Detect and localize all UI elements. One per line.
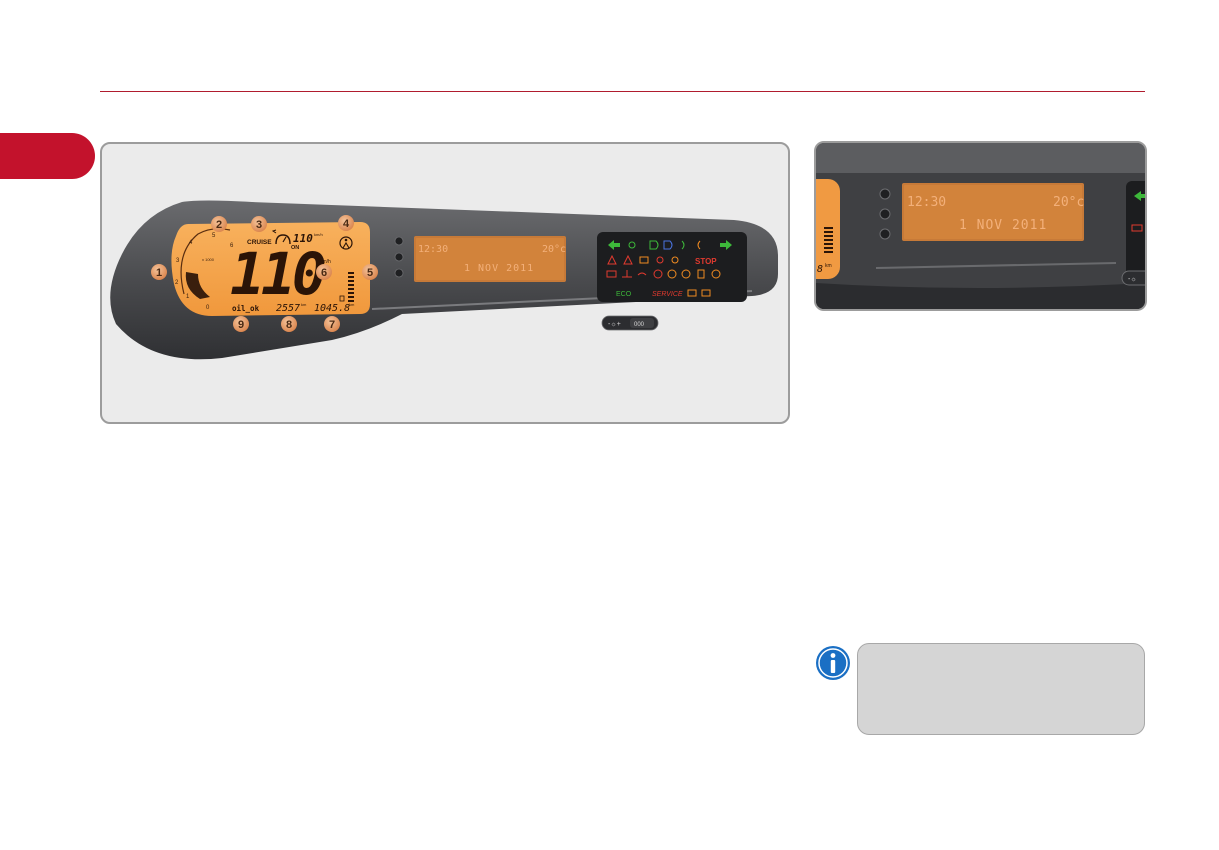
center-time: 12:30	[418, 244, 448, 255]
svg-text:3: 3	[256, 219, 262, 231]
low-fuel-icon	[697, 269, 705, 279]
callout-9: 9	[233, 316, 249, 332]
esp-icon	[639, 256, 649, 264]
rev-tick-4: 4	[189, 240, 193, 246]
instrument-panel-illustration: 0 1 2 3 4 5 6 x 1000 110 km/h CRUISE 110…	[110, 200, 778, 360]
zoom-temperature: 20°c	[1053, 195, 1084, 210]
airbag-icon	[656, 256, 664, 264]
service-label: SERVICE	[652, 291, 683, 298]
rev-scale: 0 1 2 3 4 5 6 x 1000	[175, 233, 234, 311]
cruise-label: CRUISE	[247, 239, 272, 246]
zoom-date: 1 NOV 2011	[959, 218, 1047, 233]
zoom-distance-fragment: 8	[817, 264, 823, 275]
passenger-airbag-off-icon	[671, 256, 679, 264]
oil-pressure-icon	[637, 272, 647, 276]
callout-2: 2	[211, 216, 227, 232]
brake-icon	[653, 269, 663, 279]
callout-8: 8	[281, 316, 297, 332]
center-temperature: 20°c	[542, 244, 566, 255]
rev-bargraph	[185, 272, 210, 299]
display-zoom-illustration: 8 km 12:30 20°c 1 NOV 2011 -☼	[816, 143, 1145, 309]
engine-fault-icon	[701, 289, 711, 297]
rev-tick-0: 0	[206, 305, 210, 311]
info-icon	[816, 646, 850, 680]
callout-4: 4	[338, 215, 354, 231]
eco-label: ECO	[616, 291, 632, 298]
cruise-set-speed: 110	[293, 232, 313, 245]
abs-icon	[667, 269, 677, 279]
instrument-panel-figure: 0 1 2 3 4 5 6 x 1000 110 km/h CRUISE 110…	[100, 142, 790, 424]
diesel-preheat-icon	[687, 289, 697, 297]
stop-label: STOP	[695, 257, 717, 266]
svg-text:2: 2	[216, 219, 222, 231]
rev-tick-3: 3	[176, 258, 180, 264]
svg-text:6: 6	[321, 267, 327, 279]
rev-tick-6: 6	[230, 243, 234, 249]
callout-7: 7	[324, 316, 340, 332]
service-warning-icon	[711, 269, 721, 279]
display-zoom-figure: 8 km 12:30 20°c 1 NOV 2011 -☼	[814, 141, 1147, 311]
zoom-battery-icon	[1131, 224, 1143, 232]
rev-scale-label: x 1000	[202, 257, 215, 262]
reset-symbol: 000	[634, 322, 645, 328]
svg-text:4: 4	[343, 218, 350, 230]
warning-row-3	[606, 269, 721, 279]
warning-row-2: STOP	[607, 254, 717, 266]
callout-markers: 1 2 3 4 5 6 7 8 9	[151, 215, 378, 332]
passenger-airbag-icon	[339, 236, 353, 250]
total-distance: 2557	[276, 303, 300, 314]
callout-5: 5	[362, 264, 378, 280]
tyre-pressure-icon	[681, 269, 691, 279]
callout-6: 6	[316, 264, 332, 280]
zoom-dimmer-control	[1121, 270, 1145, 286]
speed-unit: km/h	[320, 259, 331, 265]
trip-distance-unit: km	[349, 302, 355, 307]
fuel-pump-icon	[339, 295, 345, 302]
door-open-icon	[623, 254, 633, 265]
sidelight-icon	[628, 241, 636, 249]
zoom-dimmer-symbol: -☼	[1128, 276, 1137, 283]
rear-fog-icon	[697, 240, 701, 250]
zoom-distance-unit: km	[825, 263, 832, 269]
section-tab	[0, 133, 95, 179]
svg-text:1: 1	[156, 267, 162, 279]
warning-row-1	[608, 240, 732, 250]
rev-tick-2: 2	[175, 280, 179, 286]
svg-text:5: 5	[367, 267, 373, 279]
cruise-status: ON	[291, 245, 299, 251]
trip-distance: 1045.8	[314, 303, 350, 314]
left-indicator-icon	[608, 240, 620, 250]
dipped-beam-icon	[649, 240, 659, 250]
main-lcd	[171, 222, 370, 316]
zoom-fuel-bars	[824, 227, 833, 253]
front-fog-icon	[681, 240, 685, 250]
coolant-icon	[622, 270, 632, 278]
svg-text:9: 9	[238, 319, 244, 331]
svg-text:8: 8	[286, 319, 292, 331]
rev-tick-5: 5	[212, 233, 216, 239]
dimmer-symbol: -☼+	[608, 321, 621, 328]
zoom-left-indicator-icon	[1134, 191, 1145, 201]
callout-3: 3	[251, 216, 267, 232]
zoom-time: 12:30	[907, 195, 946, 210]
cruise-set-unit: km/h	[314, 232, 323, 237]
cruise-icon	[271, 229, 291, 245]
callout-1: 1	[151, 264, 167, 280]
svg-text:7: 7	[329, 319, 335, 331]
rev-tick-1: 1	[186, 294, 190, 300]
reset-button	[630, 318, 654, 328]
seatbelt-icon	[607, 254, 617, 265]
warning-lights-panel	[597, 232, 747, 302]
oil-message: oil_ok	[232, 304, 260, 313]
center-date: 1 NOV 2011	[464, 263, 534, 274]
main-beam-icon	[663, 240, 673, 250]
battery-icon	[606, 270, 617, 278]
speed-readout: 110	[230, 240, 325, 308]
header-rule	[100, 91, 1145, 92]
fuel-gauge	[339, 272, 354, 302]
total-distance-unit: km	[301, 302, 307, 307]
display-buttons	[394, 236, 404, 278]
right-indicator-icon	[720, 240, 732, 250]
info-note-box	[857, 643, 1145, 735]
